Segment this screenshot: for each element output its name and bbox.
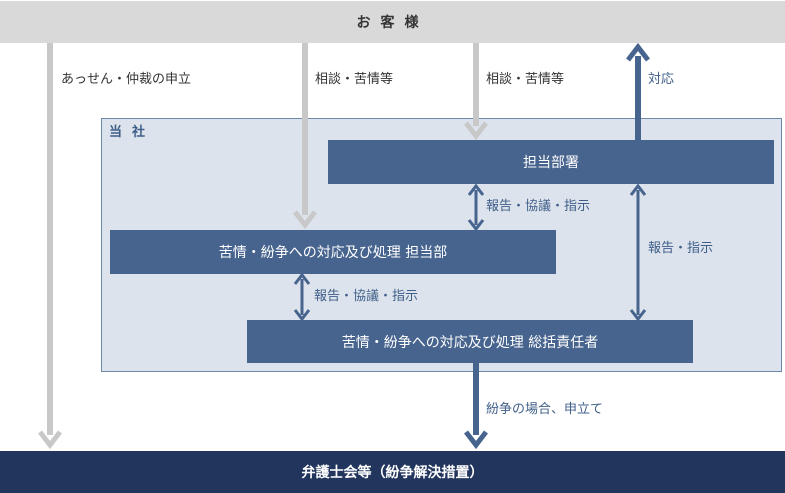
dispute-label: 紛争の場合、申立て — [486, 402, 604, 417]
mediation-arrow — [38, 43, 62, 450]
report-arrow-1 — [467, 183, 485, 232]
company-label: 当社 — [109, 125, 156, 140]
consult-arrow-1 — [293, 43, 317, 230]
report-arrow-3 — [293, 272, 311, 322]
consult-label-1: 相談・苦情等 — [315, 72, 394, 87]
mediation-label: あっせん・仲裁の申立 — [61, 72, 192, 87]
dept-node: 担当部署 — [328, 140, 774, 184]
dept-node-label: 担当部署 — [523, 155, 579, 171]
consult-label-2: 相談・苦情等 — [486, 72, 565, 87]
complaint-dept-node-label: 苦情・紛争への対応及び処理 担当部 — [218, 245, 448, 261]
dispute-arrow — [464, 363, 488, 450]
customer-bar: お客様 — [0, 1, 785, 43]
report-label-1: 報告・協議・指示 — [486, 199, 591, 214]
complaint-chief-node-label: 苦情・紛争への対応及び処理 総括責任者 — [341, 334, 599, 351]
lawyer-bar: 弁護士会等（紛争解決措置） — [0, 451, 785, 493]
response-label: 対応 — [648, 72, 675, 87]
complaint-dept-node: 苦情・紛争への対応及び処理 担当部 — [110, 230, 556, 274]
report-arrow-2 — [629, 183, 647, 322]
response-arrow — [626, 42, 650, 140]
consult-arrow-2 — [464, 43, 488, 141]
report-label-2: 報告・指示 — [648, 241, 714, 256]
complaint-chief-node: 苦情・紛争への対応及び処理 総括責任者 — [247, 320, 693, 363]
lawyer-label: 弁護士会等（紛争解決措置） — [301, 465, 484, 481]
report-label-3: 報告・協議・指示 — [314, 289, 419, 304]
customer-label: お客様 — [356, 15, 429, 31]
